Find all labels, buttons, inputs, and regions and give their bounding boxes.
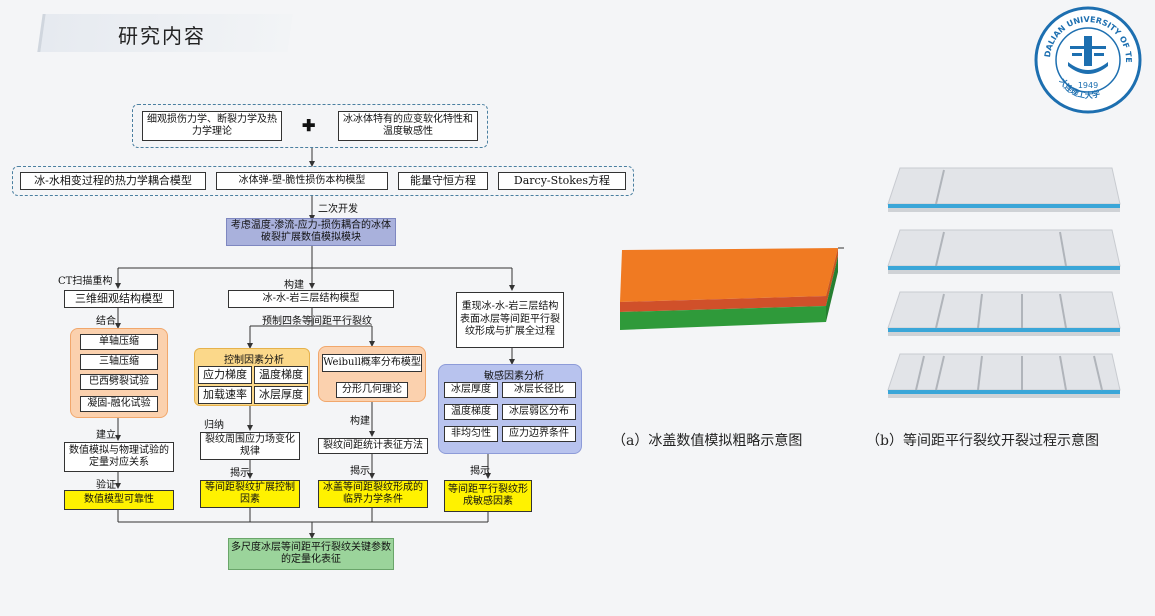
stress-law-box: 裂纹周围应力场变化规律	[200, 432, 300, 460]
sens-factor-4: 冰层弱区分布	[502, 404, 576, 420]
factor-temp-gradient: 温度梯度	[254, 366, 308, 384]
ct-label: CT扫描重构	[58, 276, 113, 287]
ice-cover-slab-figure	[620, 247, 844, 330]
sens-factor-5: 非均匀性	[444, 426, 498, 442]
theory-box-left: 细观损伤力学、断裂力学及热力学理论	[142, 111, 282, 141]
micro-model-box: 三维细观结构模型	[64, 290, 174, 308]
precrack-label: 预制四条等间距平行裂纹	[262, 316, 372, 327]
theory-group	[132, 104, 488, 148]
crack-stage-3	[887, 291, 1121, 336]
weibull-box: Weibull概率分布模型	[322, 354, 422, 372]
three-layer-box: 冰-水-岩三层结构模型	[228, 290, 394, 308]
plus-icon: ✚	[302, 116, 316, 135]
sens-factor-3: 温度梯度	[444, 404, 498, 420]
test-box-2: 三轴压缩	[80, 354, 158, 370]
critical-condition-result: 冰盖等间距裂纹形成的临界力学条件	[318, 480, 428, 508]
university-logo: DALIAN UNIVERSITY OF TECHNOLOGY 大连理工大学 1…	[1034, 6, 1142, 114]
build-label-3: 构建	[350, 416, 370, 427]
test-box-1: 单轴压缩	[80, 334, 158, 350]
factor-stress-gradient: 应力梯度	[198, 366, 252, 384]
final-result-box: 多尺度冰层等间距平行裂纹关键参数的定量化表征	[228, 538, 394, 570]
model-box-3: 能量守恒方程	[398, 172, 488, 190]
control-factor-result: 等间距裂纹扩展控制因素	[200, 480, 300, 508]
crack-stage-2	[887, 229, 1121, 274]
factor-ice-thickness: 冰层厚度	[254, 386, 308, 404]
secondary-dev-label: 二次开发	[318, 204, 358, 215]
reveal-label-2: 揭示	[230, 468, 250, 479]
sens-factor-2: 冰层长径比	[502, 382, 576, 398]
spacing-method-box: 裂纹间距统计表征方法	[318, 438, 428, 454]
logo-year: 1949	[1078, 81, 1098, 90]
factor-loading-rate: 加载速率	[198, 386, 252, 404]
core-module-box: 考虑温度-渗流-应力-损伤耦合的冰体破裂扩展数值模拟模块	[226, 218, 396, 246]
build-label: 构建	[284, 280, 304, 291]
reveal-label-3: 揭示	[350, 466, 370, 477]
model-box-4: Darcy-Stokes方程	[498, 172, 626, 190]
reveal-label-4: 揭示	[470, 466, 490, 477]
combine-label: 结合	[96, 316, 116, 327]
test-box-3: 巴西劈裂试验	[80, 374, 158, 390]
sensitivity-title: 敏感因素分析	[484, 371, 544, 382]
sens-factor-1: 冰层厚度	[444, 382, 498, 398]
caption-b: （b）等间距平行裂纹开裂过程示意图	[866, 433, 1099, 449]
page-title: 研究内容	[118, 24, 206, 48]
model-box-2: 冰体弹-塑-脆性损伤本构模型	[216, 172, 388, 190]
theory-box-right: 冰冰体特有的应变软化特性和温度敏感性	[338, 111, 478, 141]
test-box-4: 凝固-融化试验	[80, 396, 158, 412]
reproduce-box: 重现冰-水-岩三层结构表面冰层等间距平行裂纹形成与扩展全过程	[456, 292, 564, 348]
establish-label: 建立	[96, 430, 116, 441]
control-factor-title: 控制因素分析	[224, 355, 284, 366]
crack-sequence-figure	[887, 167, 1121, 398]
fractal-box: 分形几何理论	[336, 382, 408, 398]
sens-factor-6: 应力边界条件	[502, 426, 576, 442]
caption-a: （a）冰盖数值模拟粗略示意图	[612, 433, 803, 449]
crack-stage-4	[887, 353, 1121, 398]
sensitivity-result: 等间距平行裂纹形成敏感因素	[444, 480, 532, 512]
crack-stage-1	[887, 167, 1121, 212]
induce-label: 归纳	[204, 420, 224, 431]
relation-box: 数值模拟与物理试验的定量对应关系	[64, 442, 174, 472]
models-group	[12, 166, 634, 196]
model-box-1: 冰-水相变过程的热力学耦合模型	[20, 172, 206, 190]
verify-label: 验证	[96, 480, 116, 491]
reliability-box: 数值模型可靠性	[64, 490, 174, 510]
